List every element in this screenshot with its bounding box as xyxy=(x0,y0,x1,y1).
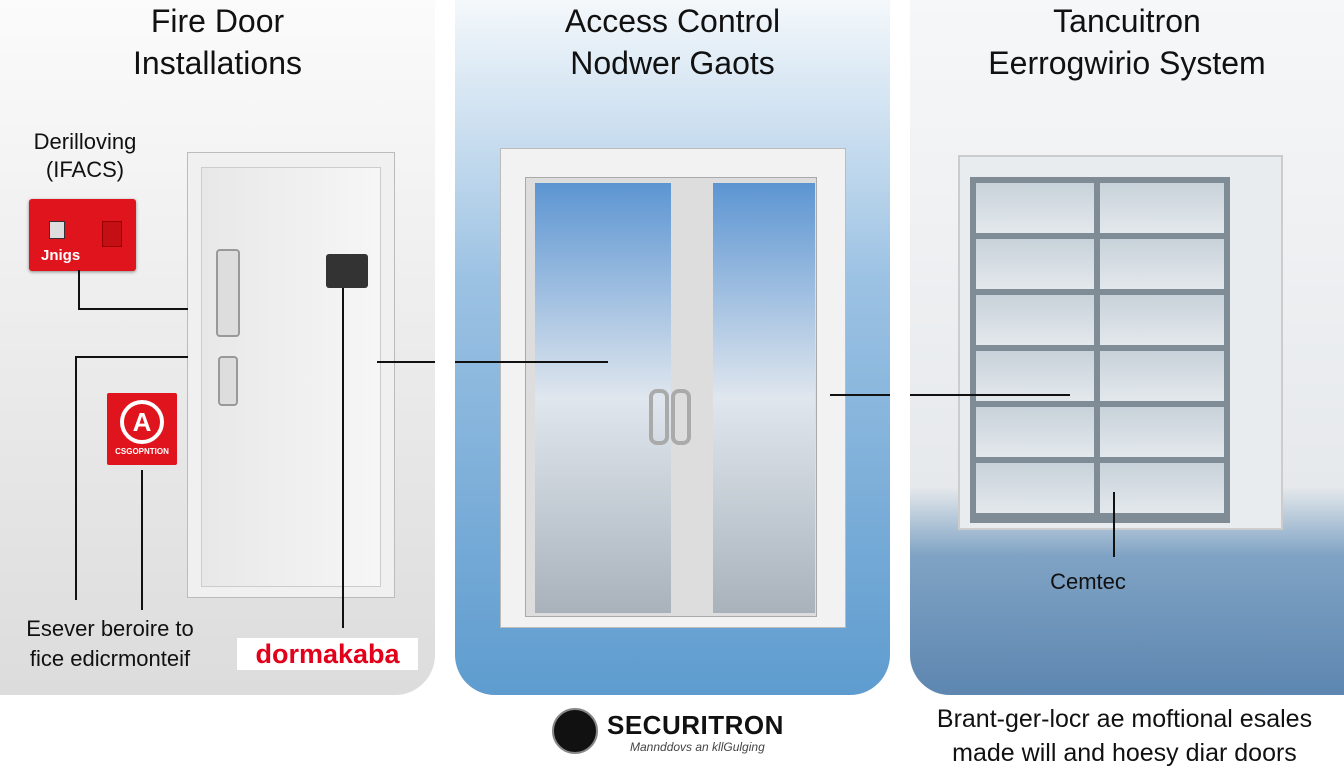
card-reader xyxy=(218,356,238,406)
door-handle xyxy=(649,389,669,445)
floor-label: Cemtec xyxy=(1050,569,1126,594)
securitron-brand: SECURITRON xyxy=(607,710,784,740)
securitron-tagline: Mannddovs an kllGulging xyxy=(630,740,765,754)
glass-door xyxy=(500,148,846,628)
sign-text: CSGOPNTION xyxy=(115,447,169,456)
door-handle xyxy=(671,389,691,445)
keypad-lock xyxy=(216,249,240,337)
garage-door xyxy=(958,155,1283,530)
alarm-label: Derilloving(IFACS) xyxy=(33,129,137,182)
fire-alarm-panel: Jnigs xyxy=(29,199,136,271)
access-reader xyxy=(326,254,368,288)
alarm-panel-text: Jnigs xyxy=(41,247,81,264)
securitron-logo-icon xyxy=(552,708,598,754)
dormakaba-logo: dormakaba xyxy=(237,638,418,670)
fire-sign: A CSGOPNTION xyxy=(107,393,177,465)
fire-door xyxy=(187,152,395,598)
